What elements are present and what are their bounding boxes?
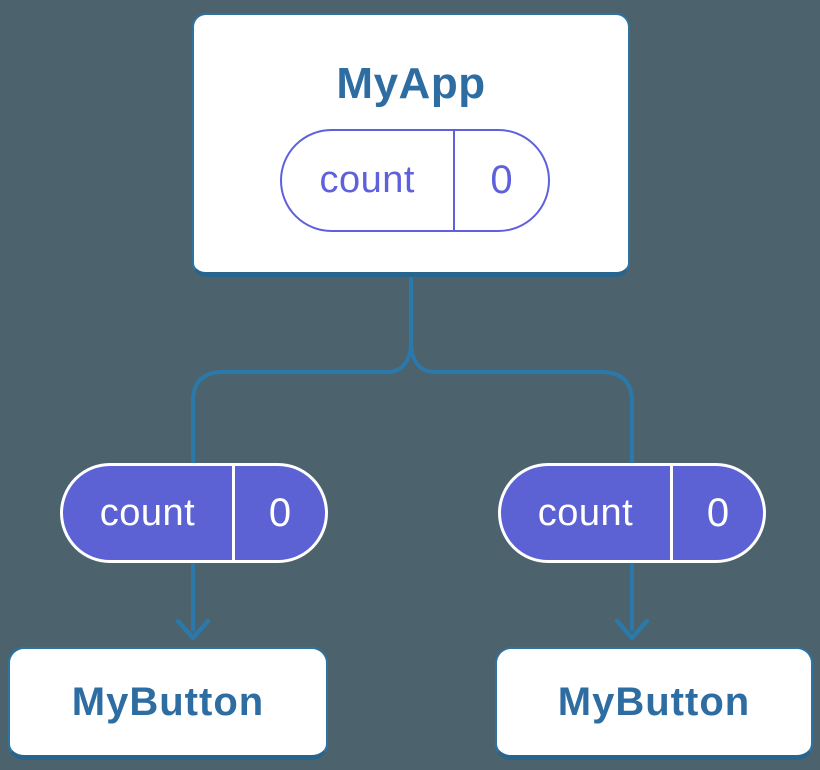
left-child-component-node: MyButton: [8, 647, 328, 760]
connector-branch-left: [191, 340, 413, 465]
root-component-node: MyApp count 0: [192, 13, 630, 277]
left-child-prop-name-label: count: [99, 491, 196, 534]
right-child-prop-pill: count 0: [498, 463, 766, 563]
right-child-prop-value: 0: [706, 490, 730, 535]
right-arrowhead-icon: [614, 618, 650, 641]
root-state-pill: count 0: [280, 129, 550, 232]
right-child-component-title: MyButton: [557, 679, 751, 724]
right-child-component-node: MyButton: [495, 647, 813, 760]
connector-branch-right: [409, 340, 634, 465]
left-child-prop-pill: count 0: [60, 463, 328, 563]
root-state-name-label: count: [319, 159, 415, 201]
right-child-pill-divider: [670, 466, 673, 560]
left-arrowhead-icon: [175, 618, 211, 641]
root-state-value: 0: [490, 158, 513, 202]
root-state-pill-divider: [452, 131, 455, 230]
right-child-prop-name-label: count: [537, 491, 634, 534]
left-child-pill-divider: [232, 466, 235, 560]
root-component-title: MyApp: [336, 59, 486, 108]
left-child-prop-value: 0: [268, 490, 292, 535]
left-child-component-title: MyButton: [71, 679, 265, 724]
